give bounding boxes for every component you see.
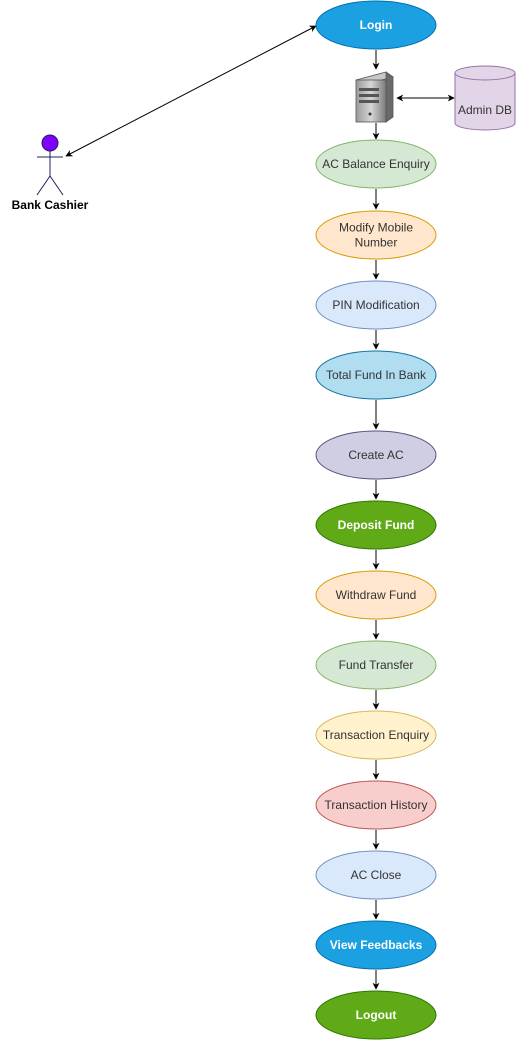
node-transaction-enquiry: Transaction Enquiry <box>315 710 437 760</box>
node-create-ac-label: Create AC <box>348 448 404 462</box>
actor-left-leg <box>36 175 51 196</box>
node-view-feedbacks: View Feedbacks <box>315 920 437 970</box>
node-transaction-history-label: Transaction History <box>325 798 428 812</box>
node-ac-balance-enquiry-label: AC Balance Enquiry <box>322 157 429 171</box>
node-view-feedbacks-label: View Feedbacks <box>330 938 423 952</box>
node-pin-modification-label: PIN Modification <box>332 298 419 312</box>
database-cylinder-top <box>454 72 516 81</box>
node-ac-balance-enquiry: AC Balance Enquiry <box>315 139 437 189</box>
actor-login-connector <box>65 25 317 157</box>
node-modify-mobile-number-shape <box>315 210 437 260</box>
actor-label: Bank Cashier <box>12 198 89 212</box>
server-icon <box>355 71 394 123</box>
admin-db-database: Admin DB <box>454 65 516 131</box>
database-cylinder <box>454 65 516 131</box>
node-view-feedbacks-shape <box>315 920 437 970</box>
node-deposit-fund-label: Deposit Fund <box>338 518 415 532</box>
node-total-fund-in-bank-label: Total Fund In Bank <box>326 368 427 382</box>
node-logout-shape <box>315 990 437 1040</box>
node-deposit-fund: Deposit Fund <box>315 500 437 550</box>
node-login-shape <box>315 0 437 50</box>
database-label: Admin DB <box>458 103 512 117</box>
node-modify-mobile-number-label: Modify Mobile <box>339 221 413 235</box>
node-logout: Logout <box>315 990 437 1040</box>
node-login-label: Login <box>360 18 393 32</box>
node-create-ac: Create AC <box>315 430 437 480</box>
node-ac-balance-enquiry-shape <box>315 139 437 189</box>
node-fund-transfer: Fund Transfer <box>315 640 437 690</box>
node-fund-transfer-shape <box>315 640 437 690</box>
node-pin-modification: PIN Modification <box>315 280 437 330</box>
node-pin-modification-shape <box>315 280 437 330</box>
node-transaction-history: Transaction History <box>315 780 437 830</box>
node-withdraw-fund-shape <box>315 570 437 620</box>
node-modify-mobile-number-label: Number <box>355 236 398 250</box>
node-logout-label: Logout <box>356 1008 397 1022</box>
node-total-fund-in-bank-shape <box>315 350 437 400</box>
node-ac-close-shape <box>315 850 437 900</box>
node-transaction-history-shape <box>315 780 437 830</box>
actor-head <box>41 134 59 152</box>
bank-cashier-actor: Bank Cashier <box>12 134 89 212</box>
node-ac-close: AC Close <box>315 850 437 900</box>
node-deposit-fund-shape <box>315 500 437 550</box>
node-withdraw-fund: Withdraw Fund <box>315 570 437 620</box>
node-withdraw-fund-label: Withdraw Fund <box>336 588 417 602</box>
node-login: Login <box>315 0 437 50</box>
node-transaction-enquiry-label: Transaction Enquiry <box>323 728 429 742</box>
node-ac-close-label: AC Close <box>351 868 402 882</box>
node-total-fund-in-bank: Total Fund In Bank <box>315 350 437 400</box>
node-create-ac-shape <box>315 430 437 480</box>
actor-right-leg <box>49 175 64 196</box>
node-fund-transfer-label: Fund Transfer <box>339 658 414 672</box>
node-transaction-enquiry-shape <box>315 710 437 760</box>
